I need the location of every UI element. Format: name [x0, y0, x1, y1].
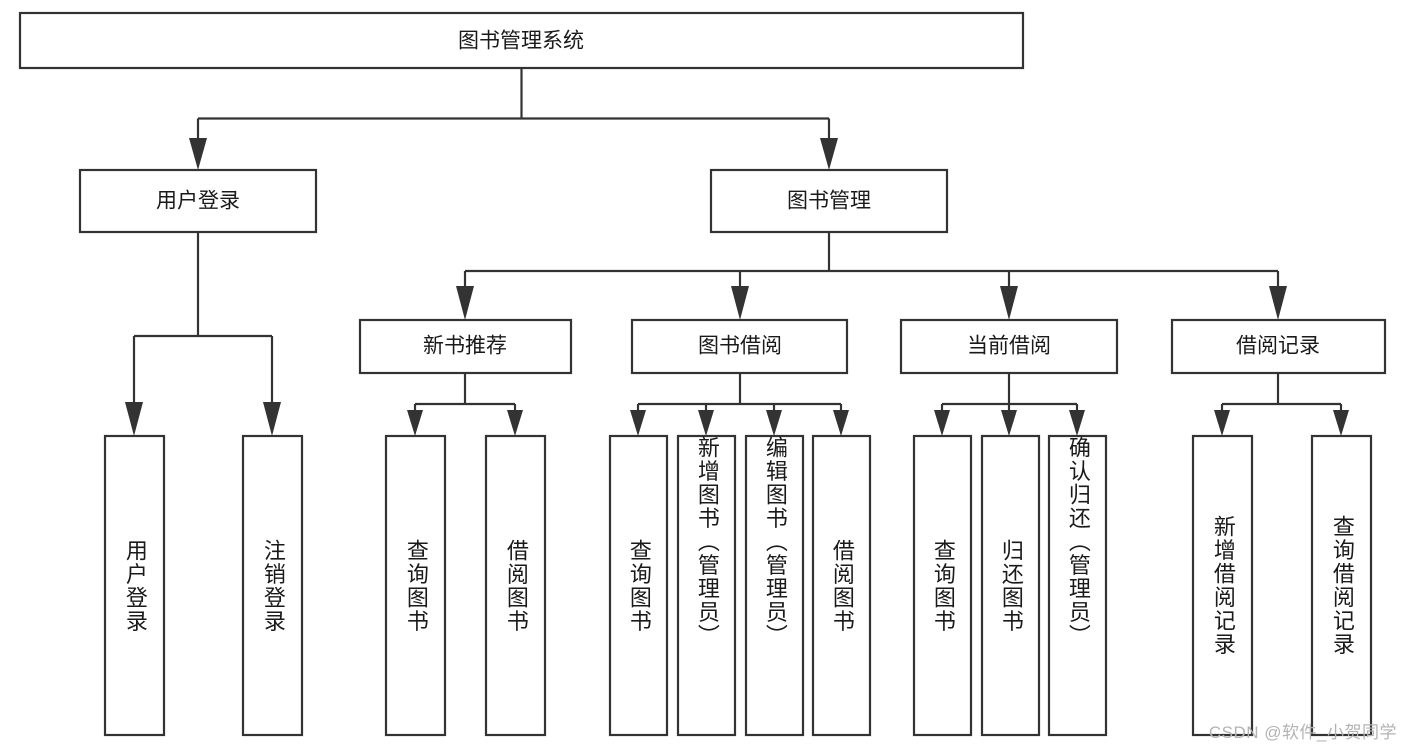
node-label-book-borrow: 图书借阅 — [698, 335, 782, 358]
arrow-icon-cb-leaf-1 — [934, 410, 950, 436]
leaf-box-user-login-1[interactable] — [103, 434, 166, 737]
leaf-box-book-borrow-1[interactable] — [608, 434, 669, 737]
leaf-box-new-book-1[interactable] — [384, 434, 447, 737]
connector-user-login-to-leaves — [125, 232, 281, 436]
node-box-root[interactable] — [18, 11, 1025, 70]
connector-book-borrow-to-leaves — [630, 373, 849, 436]
node-box-book-borrow[interactable] — [630, 318, 849, 375]
arrow-icon-nb-leaf-1 — [407, 410, 423, 436]
watermark-text: CSDN @软件_小贺同学 — [1208, 723, 1397, 742]
connector-current-borrow-to-leaves — [934, 373, 1085, 436]
arrow-icon-bb-leaf-4 — [833, 410, 849, 436]
connector-new-book-to-leaves — [407, 373, 523, 436]
leaf-box-book-borrow-2[interactable] — [676, 434, 737, 737]
arrow-icon-leaf-user-login-1 — [125, 402, 143, 436]
node-box-book-manage[interactable] — [709, 168, 949, 234]
leaf-box-borrow-record-2[interactable] — [1310, 434, 1373, 737]
leaf-box-current-borrow-2[interactable] — [980, 434, 1041, 737]
leaf-box-book-borrow-3[interactable] — [744, 434, 805, 737]
node-box-current-borrow[interactable] — [899, 318, 1119, 375]
node-label-book-manage: 图书管理 — [787, 190, 871, 213]
arrow-icon-cb-leaf-3 — [1069, 410, 1085, 436]
arrow-icon-book-manage — [820, 138, 838, 170]
arrow-icon-new-book — [456, 286, 474, 320]
arrow-icon-bb-leaf-1 — [630, 410, 646, 436]
arrow-icon-borrow-record — [1269, 286, 1287, 320]
node-label-new-book-rec: 新书推荐 — [423, 335, 507, 358]
arrow-icon-leaf-user-login-2 — [263, 402, 281, 436]
connector-book-manage-to-level2 — [456, 232, 1287, 320]
arrow-icon-bb-leaf-2 — [698, 410, 714, 436]
node-box-new-book-rec[interactable] — [358, 318, 573, 375]
node-label-borrow-record: 借阅记录 — [1236, 335, 1320, 358]
leaf-box-new-book-2[interactable] — [484, 434, 547, 737]
node-label-current-borrow: 当前借阅 — [967, 335, 1051, 358]
arrow-icon-current-borrow — [1000, 286, 1018, 320]
node-label-root: 图书管理系统 — [458, 30, 584, 53]
leaf-box-book-borrow-4[interactable] — [811, 434, 872, 737]
node-box-borrow-record[interactable] — [1170, 318, 1387, 375]
arrow-icon-cb-leaf-2 — [1001, 410, 1017, 436]
arrow-icon-bb-leaf-3 — [766, 410, 782, 436]
leaf-box-current-borrow-3[interactable] — [1047, 434, 1108, 737]
leaf-box-borrow-record-1[interactable] — [1191, 434, 1254, 737]
node-label-user-login: 用户登录 — [156, 190, 240, 213]
connector-borrow-record-to-leaves — [1214, 373, 1349, 436]
arrow-icon-user-login — [189, 138, 207, 170]
leaf-box-current-borrow-1[interactable] — [912, 434, 973, 737]
connector-root-to-level1 — [189, 68, 838, 170]
arrow-icon-book-borrow — [731, 286, 749, 320]
arrow-icon-br-leaf-2 — [1333, 410, 1349, 436]
node-box-user-login[interactable] — [78, 168, 318, 234]
leaf-box-user-login-2[interactable] — [241, 434, 304, 737]
arrow-icon-nb-leaf-2 — [507, 410, 523, 436]
arrow-icon-br-leaf-1 — [1214, 410, 1230, 436]
